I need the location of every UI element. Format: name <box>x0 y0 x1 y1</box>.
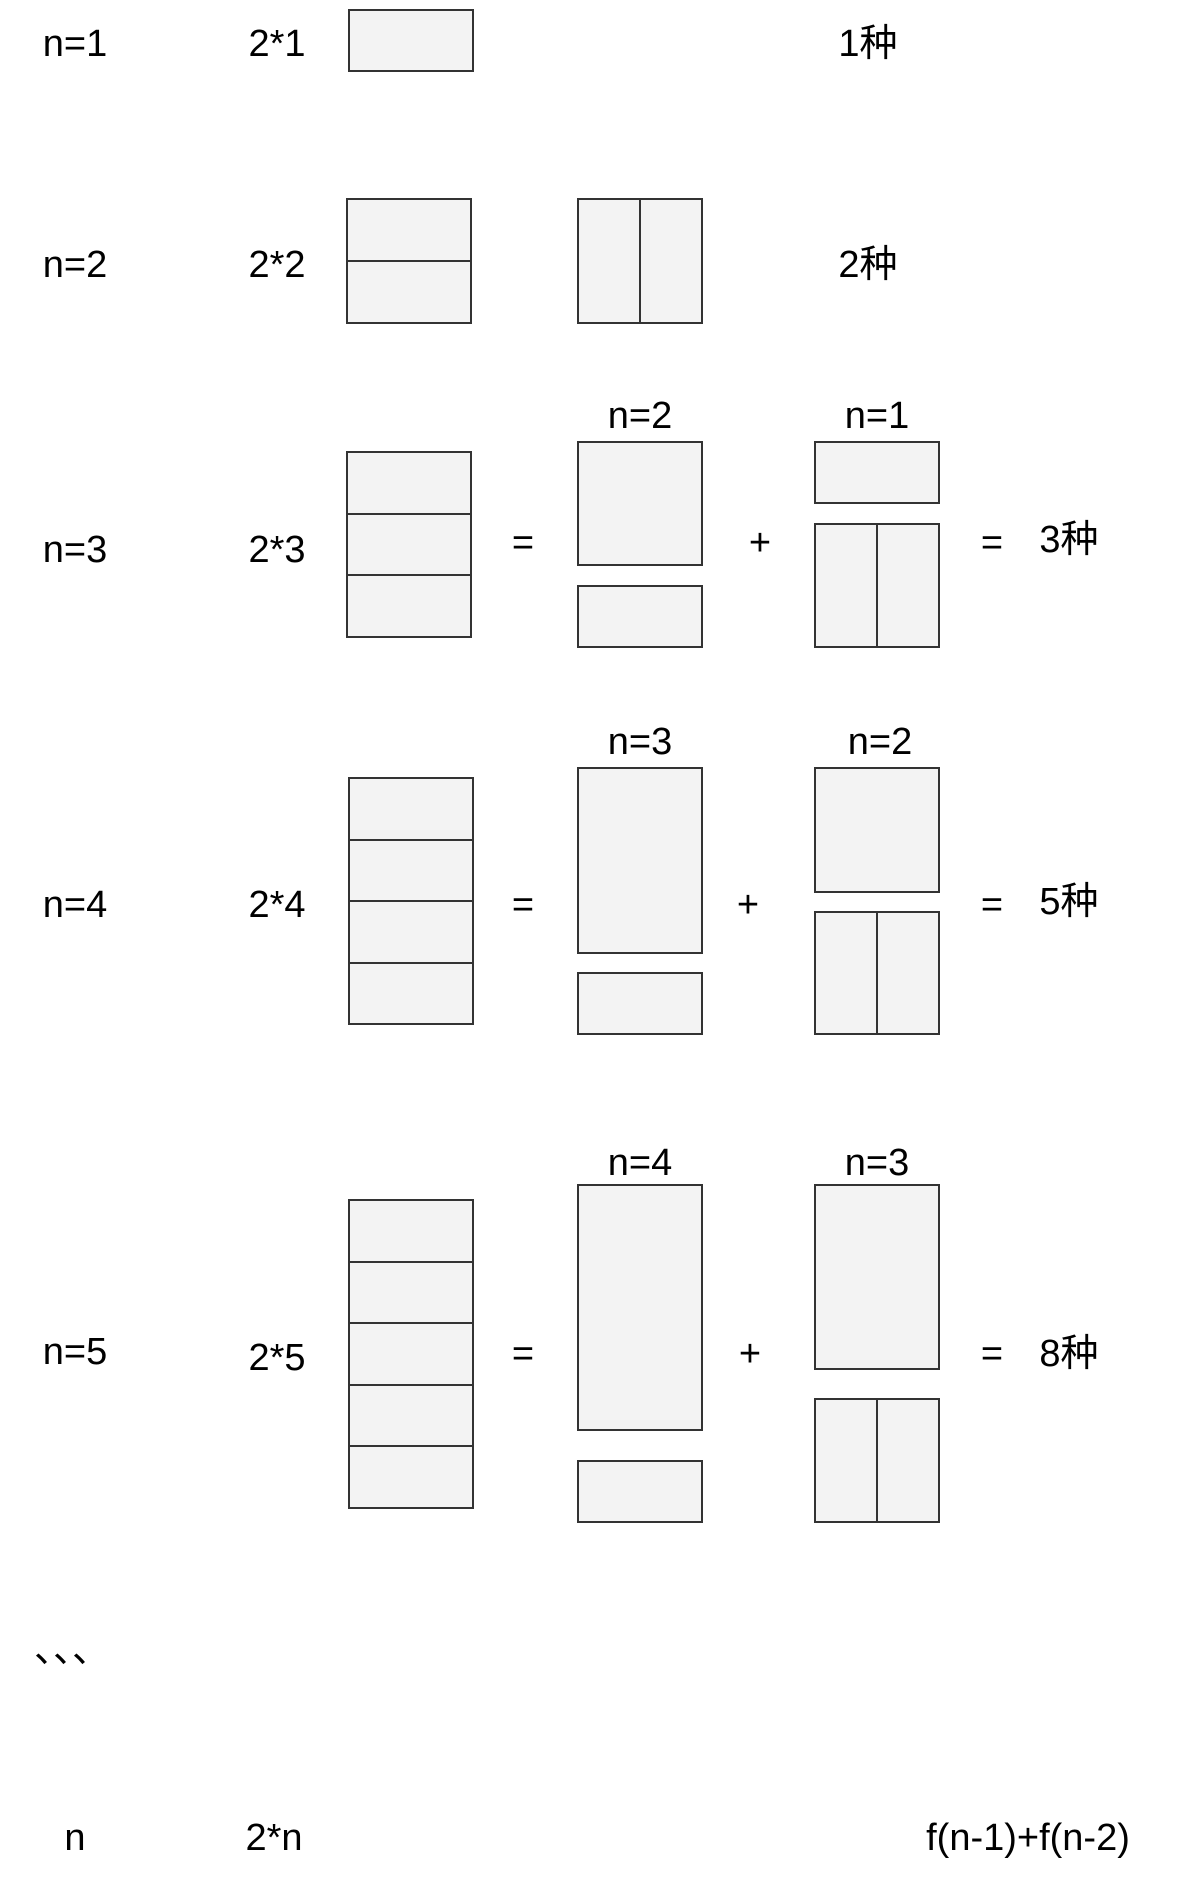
row-n5-left-label: n=4 <box>608 1142 672 1184</box>
row-n5-label: n=5 <box>43 1331 107 1373</box>
row-n3-left-label: n=2 <box>608 395 672 437</box>
row-n4-equals: = <box>512 884 534 926</box>
row-n4-left-block <box>577 767 703 954</box>
row-n1-board <box>348 9 474 72</box>
row-n3: n=3 2*3 = n=2 + n=1 = 3种 <box>43 395 1099 648</box>
row-n5-left-tile <box>577 1460 703 1523</box>
row-general: n 2*n f(n-1)+f(n-2) <box>64 1817 1129 1859</box>
row-n5: n=5 2*5 = n=4 + n=3 = 8种 <box>43 1142 1099 1523</box>
row-n3-equals: = <box>512 522 534 564</box>
row-n5-right-label: n=3 <box>845 1142 909 1184</box>
row-n5-count: 8种 <box>1039 1333 1098 1375</box>
row-n4-right-label: n=2 <box>848 721 912 763</box>
row-n1: n=1 2*1 1种 <box>43 9 898 72</box>
row-n2: n=2 2*2 2种 <box>43 198 898 324</box>
row-n3-label: n=3 <box>43 529 107 571</box>
row-n4-equals-result: = <box>981 884 1003 926</box>
row-n4-right-pair <box>814 911 940 1035</box>
row-n3-left-tile <box>577 585 703 648</box>
row-n5-equals-result: = <box>981 1333 1003 1375</box>
row-n3-equals-result: = <box>981 522 1003 564</box>
row-n4-board <box>348 777 474 1025</box>
row-n3-left-block <box>577 441 703 566</box>
row-n2-count: 2种 <box>838 244 897 286</box>
row-n4: n=4 2*4 = n=3 + n=2 = 5种 <box>43 721 1099 1035</box>
row-n5-left-block <box>577 1184 703 1431</box>
row-n3-right-block <box>814 441 940 504</box>
row-n2-label: n=2 <box>43 244 107 286</box>
row-n5-board <box>348 1199 474 1509</box>
row-n4-left-tile <box>577 972 703 1035</box>
row-n5-right-pair <box>814 1398 940 1523</box>
row-n3-right-pair <box>814 523 940 648</box>
row-n4-count: 5种 <box>1039 881 1098 923</box>
row-n3-board-size: 2*3 <box>248 529 305 571</box>
row-n5-equals: = <box>512 1333 534 1375</box>
row-n3-right-label: n=1 <box>845 395 909 437</box>
row-general-formula: f(n-1)+f(n-2) <box>926 1817 1130 1859</box>
row-n5-board-size: 2*5 <box>248 1337 305 1379</box>
row-general-board-size: 2*n <box>245 1817 302 1859</box>
row-n4-left-label: n=3 <box>608 721 672 763</box>
row-n2-horizontal-tiling <box>346 198 472 324</box>
row-n2-vertical-tiling <box>577 198 703 324</box>
row-n5-plus: + <box>739 1333 761 1375</box>
row-n3-plus: + <box>749 522 771 564</box>
row-n1-count: 1种 <box>838 23 897 65</box>
row-n3-count: 3种 <box>1039 519 1098 561</box>
row-n4-right-block <box>814 767 940 893</box>
row-general-label: n <box>64 1817 85 1859</box>
row-n1-board-size: 2*1 <box>248 23 305 65</box>
row-n3-board <box>346 451 472 638</box>
row-n4-plus: + <box>737 884 759 926</box>
row-n4-board-size: 2*4 <box>248 884 305 926</box>
ellipsis: 、、、 <box>34 1629 110 1671</box>
row-n5-right-block <box>814 1184 940 1370</box>
row-n1-label: n=1 <box>43 23 107 65</box>
row-n2-board-size: 2*2 <box>248 244 305 286</box>
row-n4-label: n=4 <box>43 884 107 926</box>
